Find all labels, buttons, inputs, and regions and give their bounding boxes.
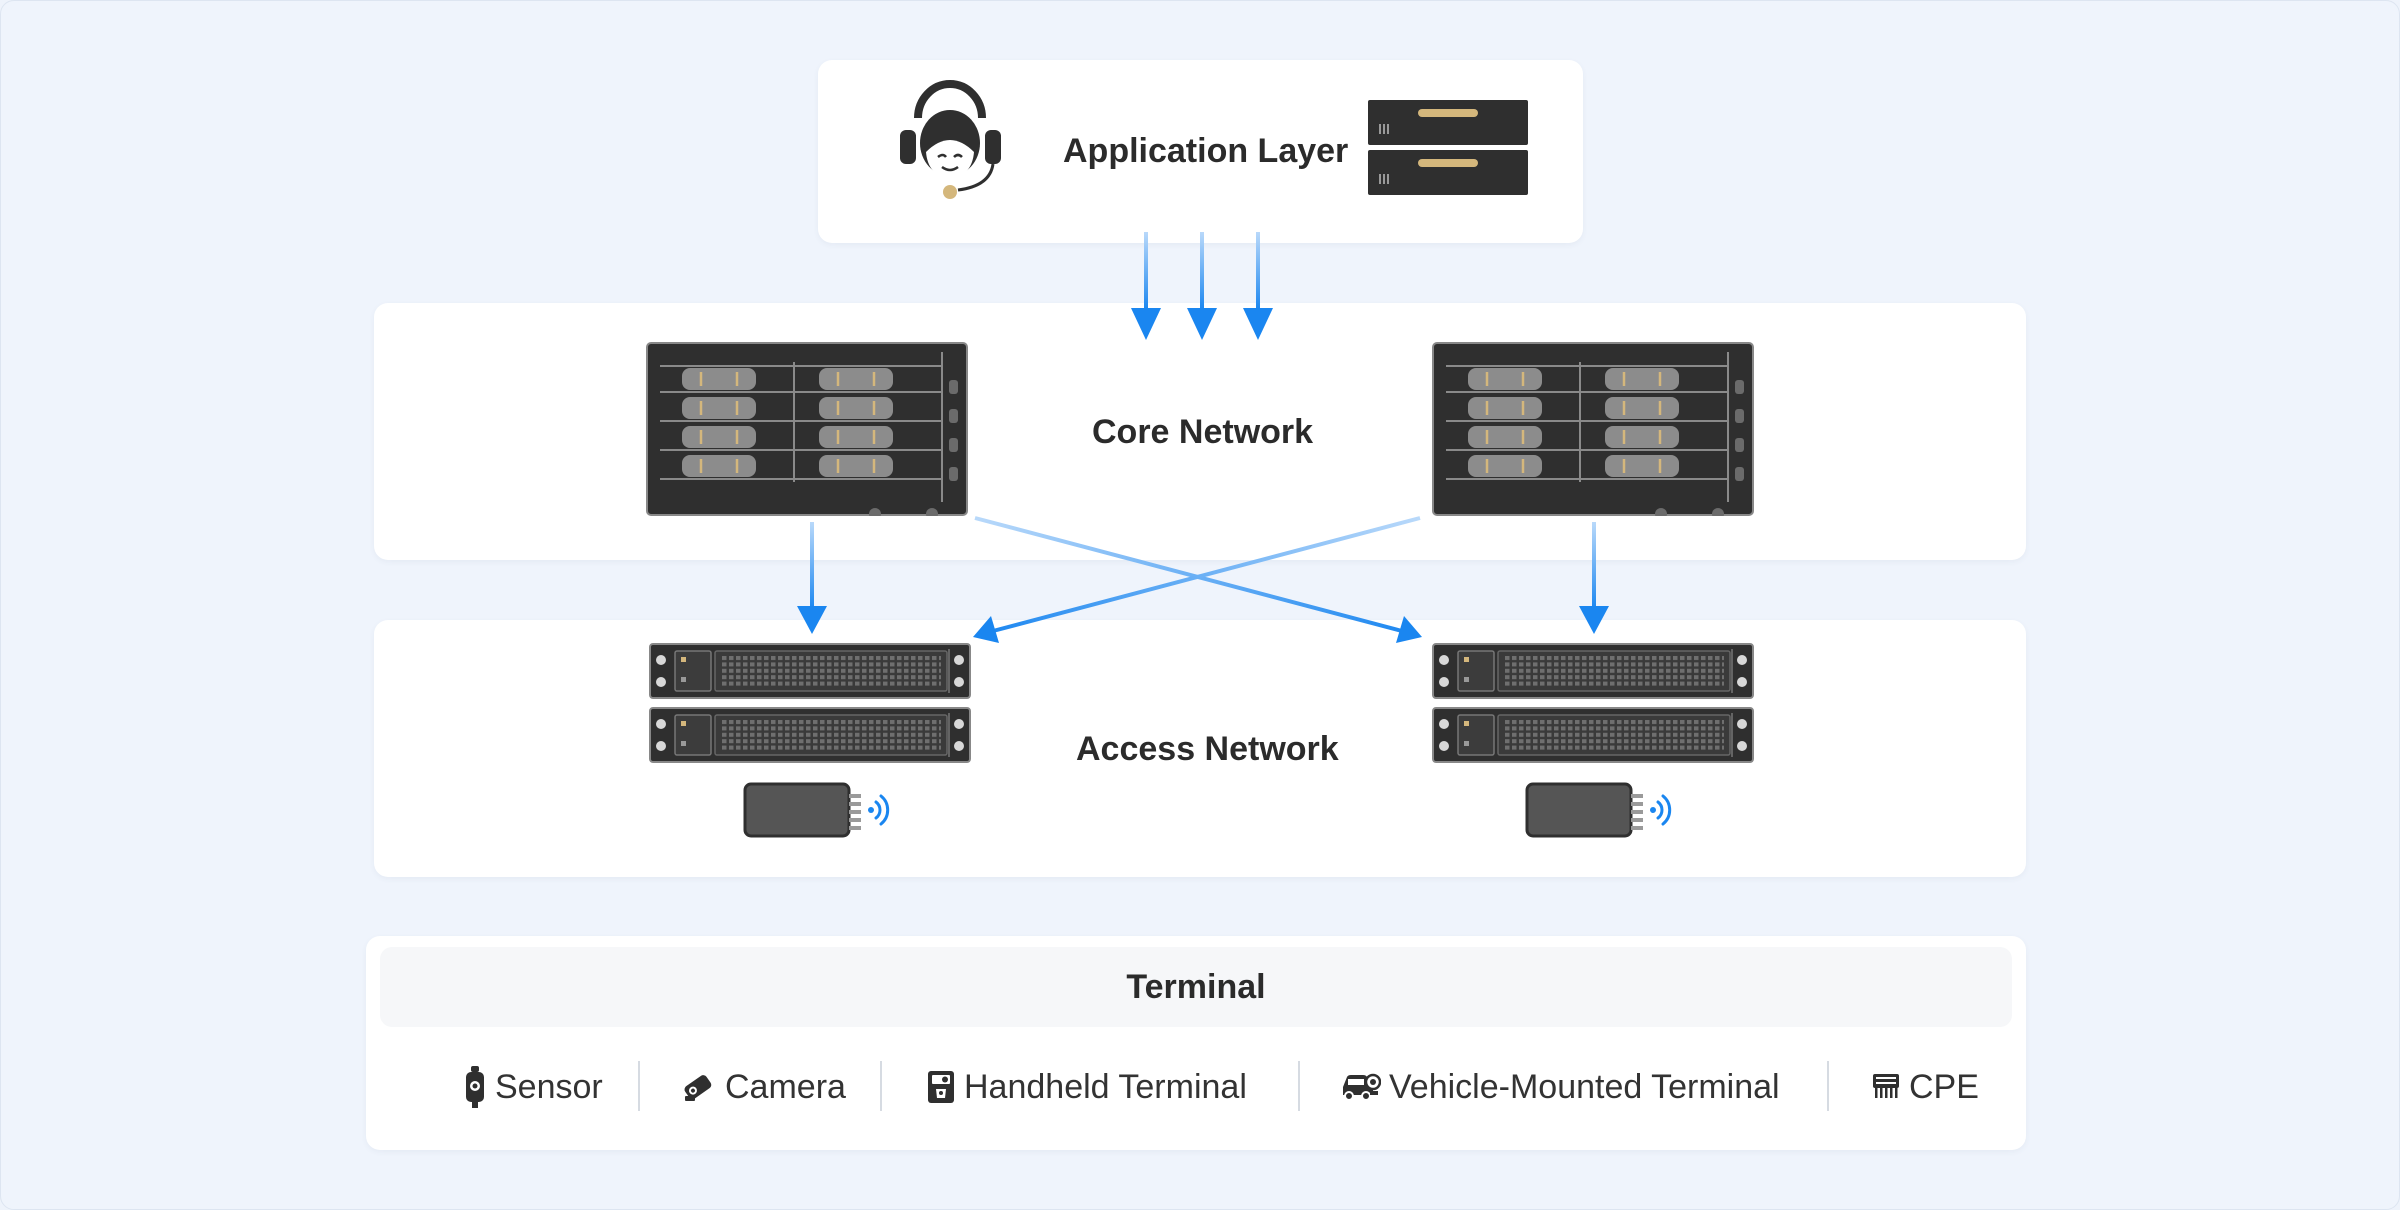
vehicle-mounted-terminal-icon xyxy=(1343,1073,1381,1101)
core-server-rack-right-icon xyxy=(1432,342,1754,516)
camera-icon xyxy=(684,1075,712,1101)
divider xyxy=(638,1061,640,1111)
access-switch-icon xyxy=(649,643,971,699)
server-icon xyxy=(1368,100,1528,195)
divider xyxy=(1298,1061,1300,1111)
core-server-rack-left-icon xyxy=(646,342,968,516)
divider xyxy=(1827,1061,1829,1111)
terminal-item-vehicle-mounted-terminal: Vehicle-Mounted Terminal xyxy=(1339,1063,1780,1111)
divider xyxy=(880,1061,882,1111)
handheld-terminal-icon xyxy=(928,1071,954,1103)
application-layer-title: Application Layer xyxy=(1063,132,1349,170)
terminal-item-camera: Camera xyxy=(681,1063,846,1111)
terminal-item-label: Handheld Terminal xyxy=(964,1067,1247,1106)
wireless-base-station-icon xyxy=(743,782,890,838)
terminal-item-label: Sensor xyxy=(495,1067,603,1106)
core-network-title: Core Network xyxy=(1092,413,1314,451)
app-to-core-arrows xyxy=(1131,232,1273,340)
terminal-item-handheld-terminal: Handheld Terminal xyxy=(926,1063,1247,1111)
wireless-base-station-icon xyxy=(1525,782,1672,838)
terminal-item-sensor: Sensor xyxy=(463,1063,603,1111)
core-to-access-arrows xyxy=(797,516,1609,643)
terminal-item-label: CPE xyxy=(1909,1067,1979,1106)
access-switch-icon xyxy=(1432,643,1754,699)
terminal-item-label: Vehicle-Mounted Terminal xyxy=(1389,1067,1780,1106)
cpe-icon xyxy=(1873,1074,1899,1098)
access-switch-icon xyxy=(649,707,971,763)
access-network-title: Access Network xyxy=(1076,730,1339,768)
terminal-item-cpe: CPE xyxy=(1871,1063,1979,1111)
terminal-header: Terminal xyxy=(380,947,2012,1027)
headset-agent-icon xyxy=(900,80,1001,199)
terminal-title: Terminal xyxy=(1126,968,1266,1006)
terminal-item-label: Camera xyxy=(725,1067,846,1106)
access-switch-icon xyxy=(1432,707,1754,763)
sensor-icon xyxy=(466,1066,484,1108)
